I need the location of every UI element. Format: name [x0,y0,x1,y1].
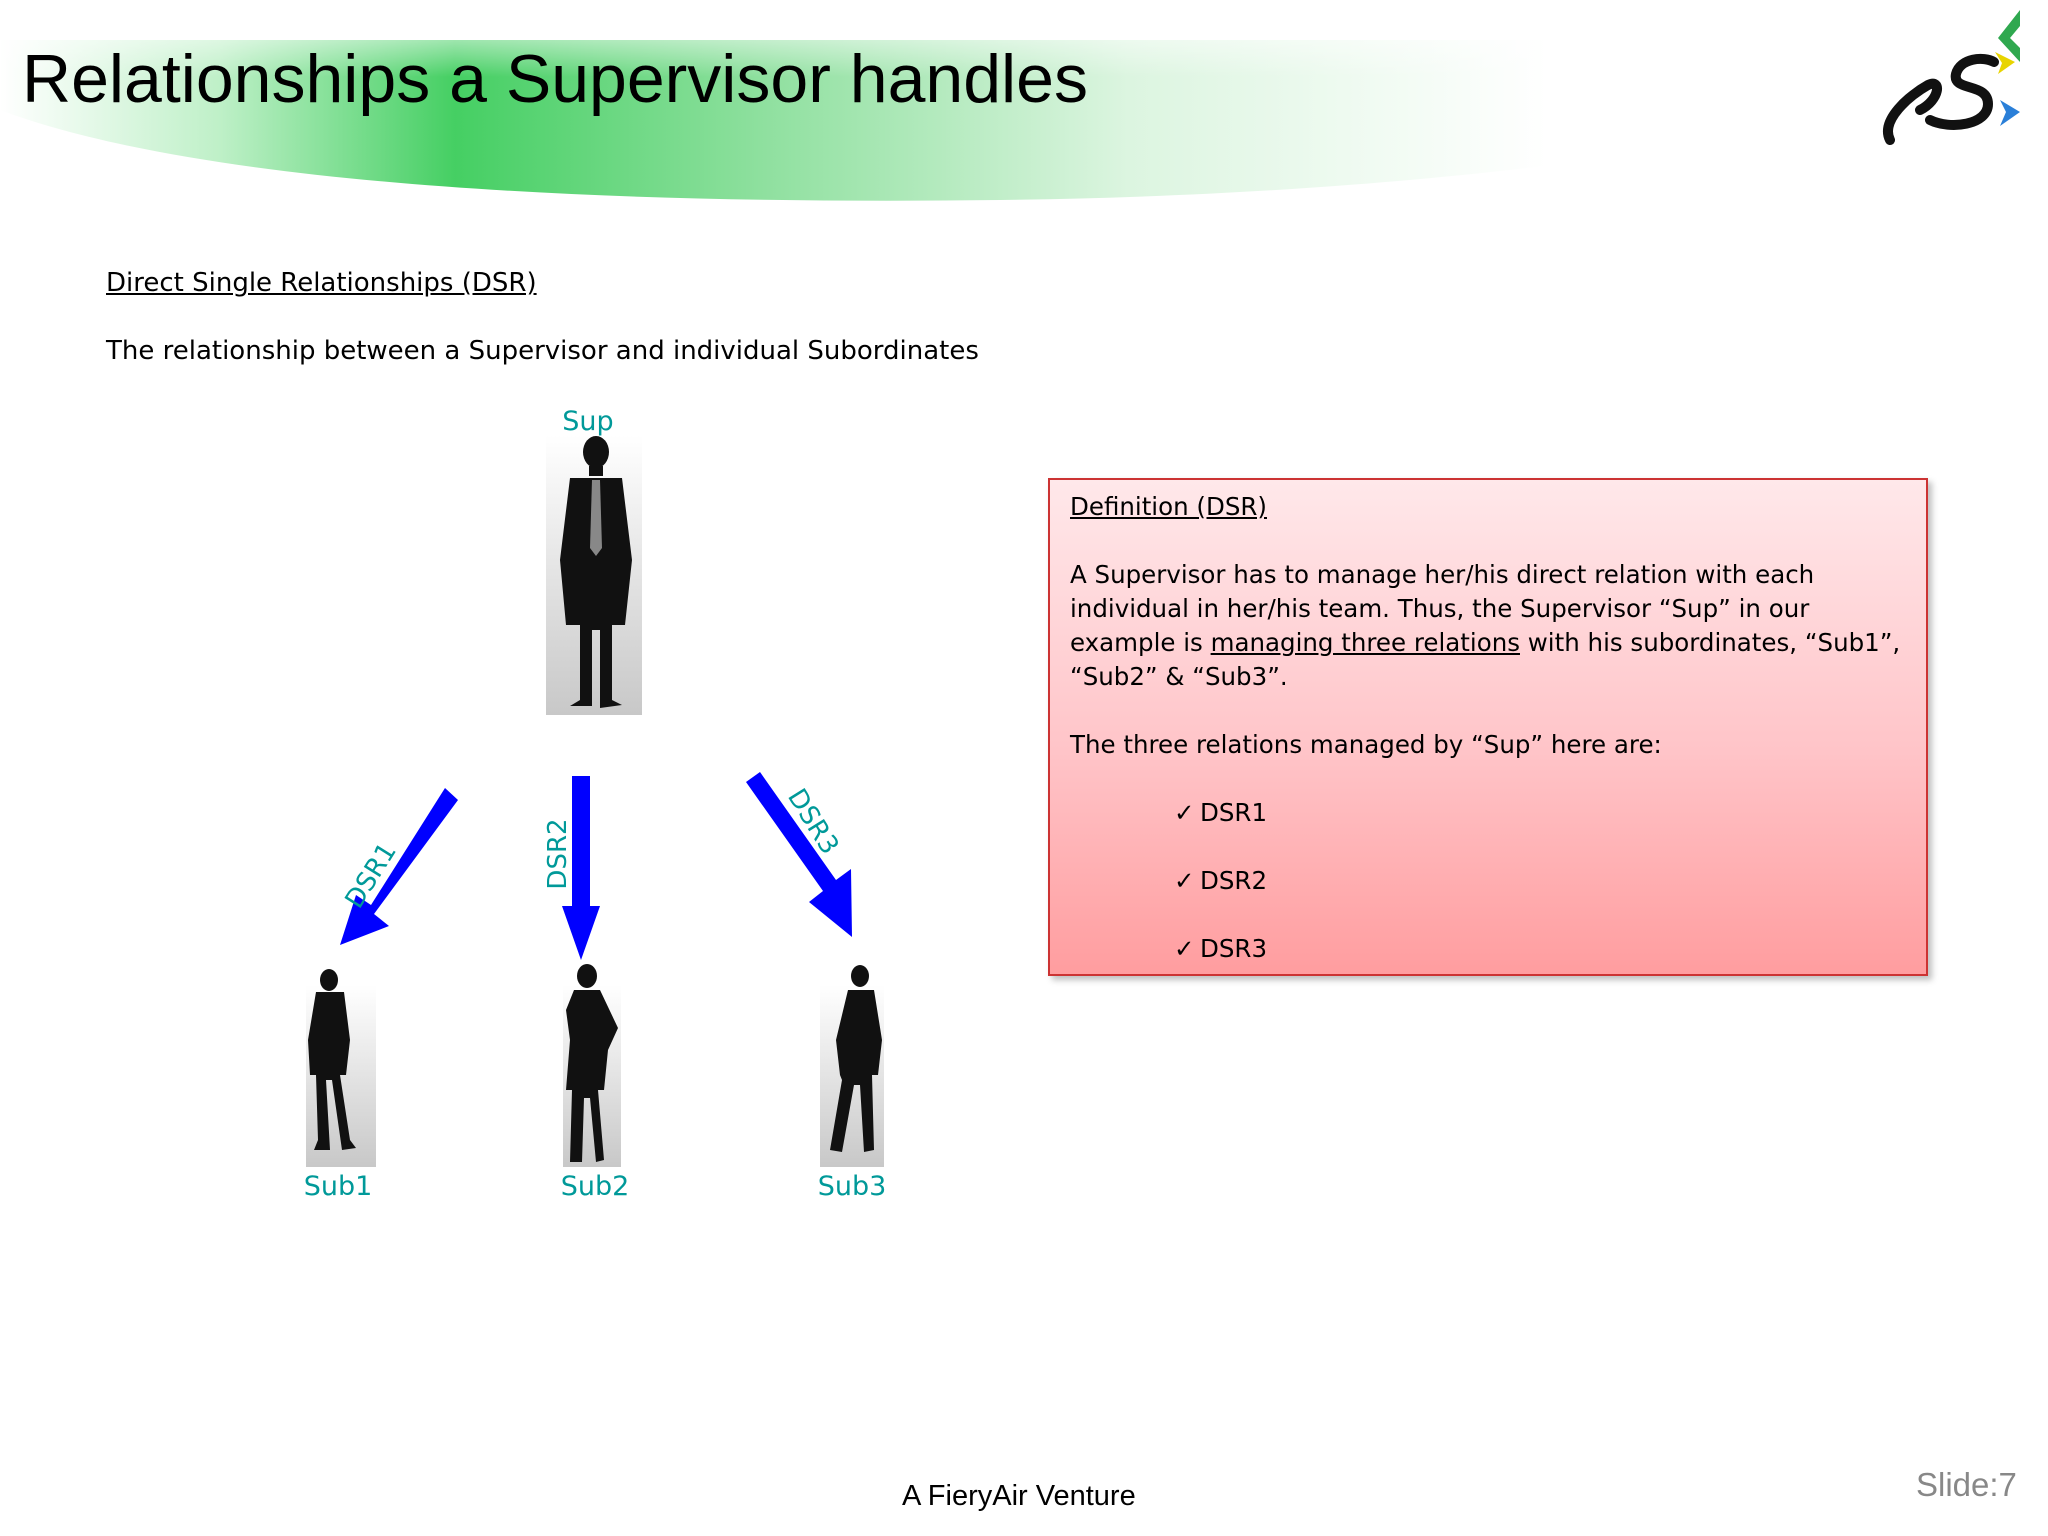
arrow-dsr1 [340,788,458,945]
footer-text: A FieryAir Venture [902,1480,1136,1512]
company-logo [1883,10,2020,145]
logo-yellow-chevron [1995,52,2015,74]
definition-text-end: with his subordinates, “Sub1”, “Sub2” & … [1070,628,1901,691]
sub3-figure [820,965,884,1167]
relation-item-label: DSR1 [1200,798,1268,827]
arrow-dsr2 [562,776,600,960]
definition-title: Definition (DSR) [1070,492,1267,521]
definition-box: Definition (DSR) A Supervisor has to man… [1048,478,1928,976]
header-swoosh [0,0,2048,201]
checkmark-icon: ✓ [1174,866,1195,895]
sub3-label: Sub3 [818,1171,887,1202]
logo-green-chevron [1998,10,2020,62]
slide-title: Relationships a Supervisor handles [22,41,1088,117]
sub1-label: Sub1 [304,1171,373,1202]
sub2-figure [563,964,621,1167]
definition-paragraph-1: A Supervisor has to manage her/his direc… [1070,558,1906,694]
relation-item-label: DSR2 [1200,866,1268,895]
relation-item-label: DSR3 [1200,934,1268,963]
relation-list-item-1: ✓DSR1 [1174,796,1906,830]
section-description: The relationship between a Supervisor an… [106,336,979,366]
definition-text-start: A Supervisor has to manage her/his direc… [1070,560,1815,657]
sub1-figure [306,969,376,1167]
definition-paragraph-2: The three relations managed by “Sup” her… [1070,730,1662,759]
supervisor-label: Sup [562,406,613,437]
relation-list-item-3: ✓DSR3 [1174,932,1906,966]
slide-number: Slide:7 [1916,1466,2017,1503]
checkmark-icon: ✓ [1174,798,1195,827]
relation-list-item-2: ✓DSR2 [1174,864,1906,898]
logo-blue-chevron [2000,100,2020,126]
supervisor-figure [546,435,642,715]
dsr2-label: DSR2 [543,818,573,889]
sub2-label: Sub2 [561,1171,630,1202]
arrow-dsr3 [746,772,852,937]
section-heading: Direct Single Relationships (DSR) [106,268,537,298]
checkmark-icon: ✓ [1174,934,1195,963]
definition-emphasis: managing three relations [1210,628,1520,657]
